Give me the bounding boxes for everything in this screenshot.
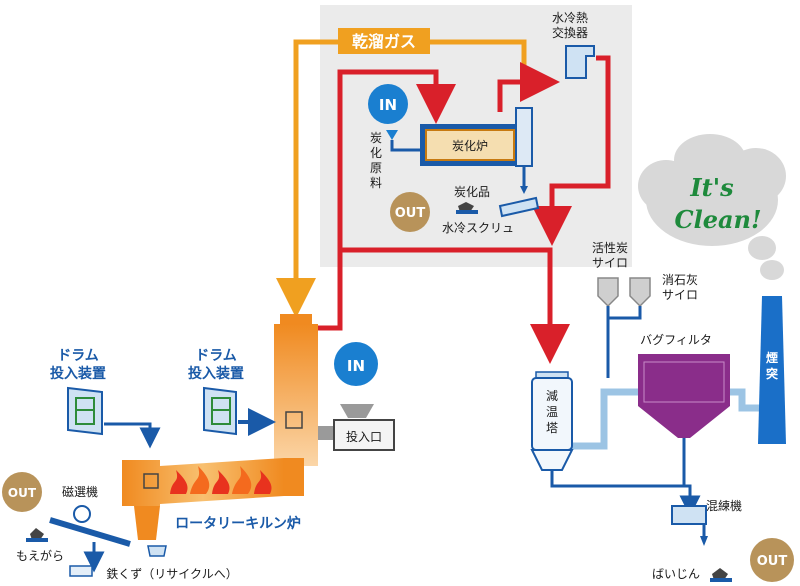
- svg-text:原: 原: [370, 161, 382, 175]
- filter-to-chimney-pipe: [730, 388, 760, 412]
- magnetic-separator-label: 磁選機: [62, 484, 98, 499]
- out-badge-left-text: OUT: [8, 486, 37, 500]
- carbide-label: 炭化品: [454, 185, 490, 199]
- activated-carbon-label-1: 活性炭: [592, 241, 628, 255]
- its-clean-text-2: Clean!: [674, 205, 761, 234]
- kneader-label: 混練機: [706, 498, 742, 513]
- heat-exchanger-label-1: 水冷熱: [552, 11, 588, 25]
- dry-gas-label-box: [338, 28, 430, 54]
- scrap-iron-icon: [69, 565, 93, 577]
- in-badge-bottom-text: IN: [347, 357, 365, 375]
- chimney-label: 煙: [766, 350, 778, 365]
- ash-residue-label: もえがら: [16, 548, 64, 563]
- cooling-tower: [530, 371, 574, 471]
- drum-feeder-2-label-2: 投入装置: [188, 365, 244, 382]
- exchanger-down-line: [532, 55, 611, 246]
- out-badge-left: [2, 472, 42, 512]
- its-clean-text-1: It's: [689, 173, 734, 202]
- hopper-icon: [386, 130, 398, 140]
- rotary-kiln-label: ロータリーキルン炉: [175, 515, 301, 532]
- in-badge-top: [368, 84, 408, 124]
- fly-ash-tray: [710, 578, 732, 582]
- drum-feeder-2-label-1: ドラム: [195, 348, 237, 364]
- magnetic-separator: [73, 505, 91, 523]
- heat-exchanger: [565, 45, 595, 79]
- activated-carbon-label-2: サイロ: [592, 256, 628, 270]
- separator-conveyor: [49, 517, 131, 547]
- chimney: [758, 296, 786, 444]
- svg-text:塔: 塔: [546, 421, 558, 435]
- in-badge-top-text: IN: [379, 96, 397, 114]
- svg-text:温: 温: [546, 405, 558, 419]
- kiln-to-cooler-line: [340, 247, 570, 364]
- silo-feed-line: [606, 306, 642, 378]
- inlet-hopper: [318, 404, 395, 451]
- drum-feeder-1-label-2: 投入装置: [50, 365, 106, 382]
- out-badge-top-text: OUT: [395, 206, 426, 221]
- carbide-tray: [456, 210, 478, 214]
- svg-text:化: 化: [370, 146, 382, 160]
- out-badge-bottom: [750, 538, 794, 582]
- carbonization-furnace: [420, 107, 533, 194]
- drum-feeder-1: [67, 386, 103, 436]
- svg-text:突: 突: [766, 366, 778, 381]
- dry-gas-label: 乾溜ガス: [352, 32, 416, 51]
- furnace-label: 炭化炉: [452, 139, 488, 153]
- slaked-lime-label-1: 消石灰: [662, 273, 698, 287]
- feeder-1-arrow: [104, 422, 161, 449]
- svg-text:炭: 炭: [370, 131, 382, 145]
- slaked-lime-silo: [629, 277, 651, 308]
- carbonized-material-vertical: 炭 化 原 料: [370, 131, 382, 190]
- kneader: [671, 505, 707, 525]
- in-badge-bottom: [334, 342, 378, 386]
- scrap-iron-label: 鉄くず（リサイクルへ）: [106, 566, 237, 581]
- carbide-icon: [458, 202, 474, 212]
- cooler-to-filter-pipe: [570, 388, 638, 450]
- slaked-lime-label-2: サイロ: [662, 288, 698, 302]
- water-screw: [498, 196, 540, 218]
- fly-ash-label: ばいじん: [652, 567, 700, 581]
- feed-line: [390, 140, 424, 152]
- ash-tray: [26, 538, 48, 542]
- its-clean-cloud: [638, 134, 786, 280]
- out-badge-bottom-text: OUT: [757, 554, 788, 569]
- cooler-to-kneader-line: [550, 470, 701, 517]
- drum-feeder-2: [203, 386, 237, 436]
- activated-carbon-silo: [597, 277, 619, 308]
- out-badge-top: [390, 192, 430, 232]
- bag-filter-label: バグフィルタ: [640, 333, 712, 347]
- svg-text:料: 料: [370, 176, 382, 190]
- kiln-exhaust-line: [318, 69, 456, 331]
- water-screw-label: 水冷スクリュ: [442, 221, 514, 235]
- ash-icon: [30, 528, 44, 540]
- kiln-tower: [274, 314, 318, 466]
- kneader-arrow: [700, 536, 708, 546]
- fly-ash-icon: [712, 568, 728, 580]
- bag-filter: [638, 354, 730, 438]
- inlet-label: 投入口: [346, 429, 382, 444]
- kiln-discharge: [147, 545, 167, 557]
- kiln-flames: [170, 466, 272, 494]
- drum-feeder-1-label-1: ドラム: [57, 348, 99, 364]
- furnace-to-exchanger-line: [497, 62, 560, 112]
- cooling-tower-label: 減: [546, 388, 558, 403]
- heat-exchanger-label-2: 交換器: [552, 25, 588, 40]
